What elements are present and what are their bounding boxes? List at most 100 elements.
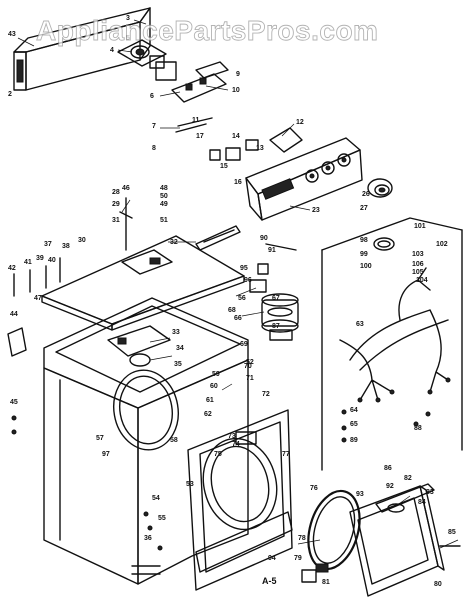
callout-44: 44 <box>10 311 18 318</box>
callout-81: 81 <box>322 579 330 586</box>
callout-6: 6 <box>150 93 154 100</box>
callout-26: 26 <box>362 191 370 198</box>
callout-72: 72 <box>262 391 270 398</box>
figure-label: A-5 <box>262 576 277 586</box>
callout-55: 55 <box>158 515 166 522</box>
callout-46: 46 <box>122 185 130 192</box>
door-assembly <box>349 483 445 597</box>
callout-49: 49 <box>160 201 168 208</box>
callout-83: 83 <box>426 489 434 496</box>
callout-98: 98 <box>360 237 368 244</box>
callout-34: 34 <box>176 345 184 352</box>
callout-2: 2 <box>8 91 12 98</box>
callout-95: 95 <box>240 265 248 272</box>
callout-96: 96 <box>244 277 252 284</box>
callout-106: 106 <box>412 261 424 268</box>
callout-91: 91 <box>268 247 276 254</box>
callout-36: 36 <box>144 535 152 542</box>
callout-28: 28 <box>112 189 120 196</box>
callout-51: 51 <box>160 217 168 224</box>
harness-clips <box>341 409 431 443</box>
callout-42: 42 <box>8 265 16 272</box>
callout-74: 74 <box>232 441 240 448</box>
top-cover <box>41 235 245 331</box>
callout-87: 87 <box>272 323 280 330</box>
callout-94: 94 <box>268 555 276 562</box>
control-panel-front <box>245 137 363 221</box>
switch-plate <box>171 61 229 103</box>
callout-63: 63 <box>356 321 364 328</box>
callout-11: 11 <box>192 117 200 124</box>
wire-harness <box>339 237 451 403</box>
callout-52: 52 <box>246 359 254 366</box>
callout-4: 4 <box>110 47 114 54</box>
switch-components <box>175 117 303 161</box>
callout-67: 67 <box>272 295 280 302</box>
callout-45: 45 <box>10 399 18 406</box>
door-latch <box>301 545 461 583</box>
callout-7: 7 <box>152 123 156 130</box>
callout-16: 16 <box>234 179 242 186</box>
callout-75: 75 <box>214 451 222 458</box>
callout-43a: 43 <box>8 31 16 38</box>
callout-78: 78 <box>298 535 306 542</box>
callout-70: 70 <box>244 363 252 370</box>
callout-5: 5 <box>126 35 130 42</box>
callout-77: 77 <box>282 451 290 458</box>
callout-79: 79 <box>294 555 302 562</box>
callout-56: 56 <box>238 295 246 302</box>
callout-100: 100 <box>360 263 372 270</box>
callout-13: 13 <box>256 145 264 152</box>
callout-39: 39 <box>36 255 44 262</box>
lid-hinge-and-bracket <box>119 197 241 251</box>
callout-62: 62 <box>204 411 212 418</box>
callout-47: 47 <box>34 295 42 302</box>
callout-27: 27 <box>360 205 368 212</box>
callout-35: 35 <box>174 361 182 368</box>
callout-37: 37 <box>44 241 52 248</box>
motor-shield <box>107 325 171 367</box>
pressure-switch <box>249 243 297 293</box>
callout-33: 33 <box>172 329 180 336</box>
callout-59: 59 <box>212 371 220 378</box>
callout-17: 17 <box>196 133 204 140</box>
callout-9: 9 <box>236 71 240 78</box>
console-panel-rear <box>13 7 151 91</box>
wire-harness-box <box>321 217 463 471</box>
callout-58: 58 <box>170 437 178 444</box>
callout-8: 8 <box>152 145 156 152</box>
callout-15: 15 <box>220 163 228 170</box>
watermark-text: AppliancePartsPros.com <box>36 15 378 46</box>
callout-105: 105 <box>412 269 424 276</box>
callout-101: 101 <box>414 223 426 230</box>
callout-85: 85 <box>448 529 456 536</box>
callout-31: 31 <box>112 217 120 224</box>
callout-82: 82 <box>404 475 412 482</box>
callout-97: 97 <box>102 451 110 458</box>
callout-23: 23 <box>312 207 320 214</box>
callout-53: 53 <box>186 481 194 488</box>
callout-69: 69 <box>240 341 248 348</box>
callout-57: 57 <box>96 435 104 442</box>
callout-30: 30 <box>78 237 86 244</box>
callout-10: 10 <box>232 87 240 94</box>
callout-102: 102 <box>436 241 448 248</box>
callout-92: 92 <box>386 483 394 490</box>
callout-66: 66 <box>234 315 242 322</box>
callout-71: 71 <box>246 375 254 382</box>
callout-76: 76 <box>310 485 318 492</box>
bottom-hardware <box>131 511 163 575</box>
callout-99: 99 <box>360 251 368 258</box>
callout-64: 64 <box>350 407 358 414</box>
callout-54: 54 <box>152 495 160 502</box>
callout-50: 50 <box>160 193 168 200</box>
callout-73: 73 <box>228 433 236 440</box>
left-hardware <box>7 257 61 435</box>
callout-104: 104 <box>416 277 428 284</box>
leader-lines <box>17 19 459 549</box>
callout-60: 60 <box>210 383 218 390</box>
callout-68: 68 <box>228 307 236 314</box>
callout-labels: 43 2 3 4 5 9 10 6 11 7 8 12 17 14 13 15 … <box>8 15 456 588</box>
